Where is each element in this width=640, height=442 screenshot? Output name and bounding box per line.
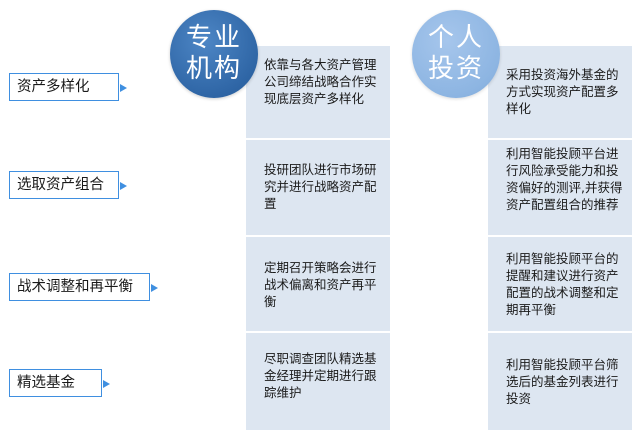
institution-header-line1: 专业 [185,23,242,53]
row-label-fund-selection: 精选基金 [9,369,110,397]
individual-header-line2: 投资 [427,54,484,84]
individual-divider [488,235,632,237]
institution-cell-portfolio-selection: 投研团队进行市场研究并进行战略资产配置 [246,161,390,235]
institution-divider [246,331,390,333]
institution-header-circle: 专业 机构 [170,10,258,98]
individual-cell-portfolio-selection: 利用智能投顾平台进行风险承受能力和投资偏好的测评,并获得资产配置组合的推荐 [488,145,632,235]
individual-cell-diversification: 采用投资海外基金的方式实现资产配置多样化 [488,66,632,138]
row-label-tactical-rebalancing: 战术调整和再平衡 [9,273,158,301]
row-label-portfolio-selection: 选取资产组合 [9,171,127,199]
institution-header-line2: 机构 [185,54,242,84]
individual-divider [488,331,632,333]
institution-cell-diversification: 依靠与各大资产管理公司缔结战略合作实现底层资产多样化 [246,56,390,138]
institution-divider [246,138,390,140]
institution-cell-fund-selection: 尽职调查团队精选基金经理并定期进行跟踪维护 [246,350,390,426]
individual-cell-fund-selection: 利用智能投顾平台筛选后的基金列表进行投资 [488,356,632,426]
institution-cell-tactical-rebalancing: 定期召开策略会进行战术偏离和资产再平衡 [246,259,390,331]
institution-divider [246,235,390,237]
individual-header-line1: 个人 [427,23,484,53]
individual-cell-tactical-rebalancing: 利用智能投顾平台的提醒和建议进行资产配置的战术调整和定期再平衡 [488,250,632,331]
row-label-diversification: 资产多样化 [9,73,127,101]
individual-divider [488,138,632,140]
individual-header-circle: 个人 投资 [412,10,500,98]
